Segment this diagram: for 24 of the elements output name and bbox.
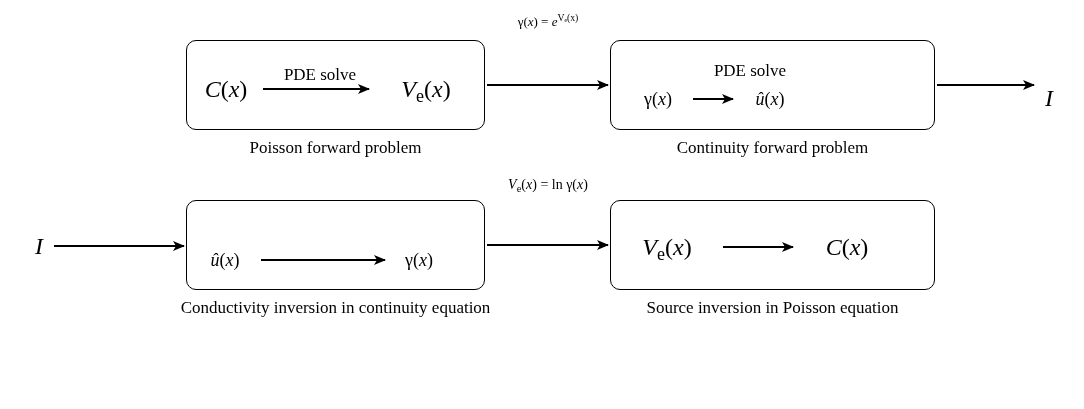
- arrow: [722, 242, 794, 252]
- math-label: C(x): [191, 72, 261, 106]
- arrow: [692, 94, 734, 104]
- arrow: [260, 255, 386, 265]
- math-label: C(x): [795, 230, 899, 264]
- edge-label: γ(x) = e$^{Vₑ(x)}$: [515, 14, 581, 31]
- math-label: V$_{e}$(x): [613, 230, 721, 264]
- math-label: γ(x): [625, 86, 691, 112]
- arrow: [486, 240, 609, 250]
- arrow: [53, 241, 185, 251]
- arrow: [262, 84, 370, 94]
- node-label: Continuity forward problem: [675, 137, 870, 159]
- node-label: Poisson forward problem: [248, 137, 423, 159]
- arrow: [486, 80, 609, 90]
- arrow: [936, 80, 1035, 90]
- edge-label: V$_{e}$(x) = ln γ(x): [506, 176, 590, 194]
- math-label: I: [1036, 81, 1062, 115]
- math-label: I: [26, 229, 52, 263]
- math-label: V$_{e}$(x): [371, 72, 481, 106]
- math-label: û(x): [191, 247, 259, 273]
- math-label: γ(x): [387, 247, 451, 273]
- node-label: Conductivity inversion in continuity equation: [179, 297, 492, 319]
- node-label: Source inversion in Poisson equation: [645, 297, 900, 319]
- math-label: û(x): [735, 86, 805, 112]
